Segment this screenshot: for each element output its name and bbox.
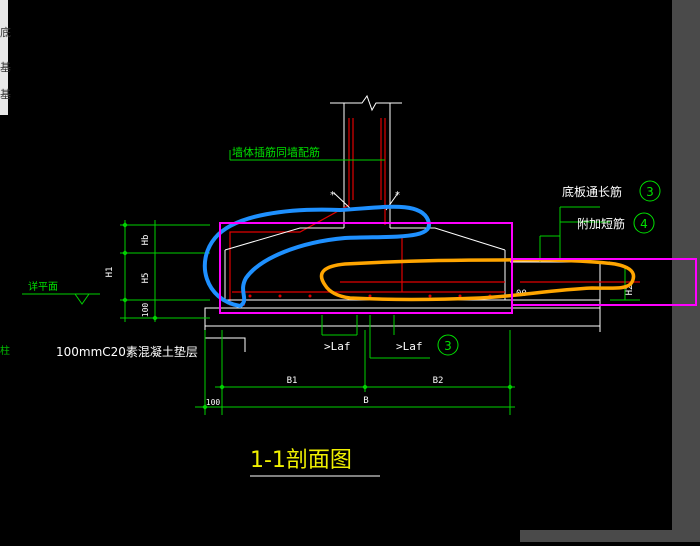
dim-cushion-h: 100	[141, 303, 150, 318]
svg-text:4: 4	[640, 217, 648, 231]
lof-right: >Laf	[396, 340, 423, 353]
dim-h-lower: H5	[141, 273, 151, 284]
dim-b2: B2	[433, 376, 444, 386]
cushion-note: 100mmC20素混凝土垫层	[56, 344, 198, 359]
dim-b1: B1	[287, 376, 298, 386]
bar-callout-3-top: 3	[639, 180, 661, 202]
dim-h2: H2	[625, 285, 635, 296]
edge-fragment-1: 底	[0, 25, 11, 39]
floor-level-note: 详平面	[28, 280, 58, 293]
left-panel-edge	[0, 0, 8, 115]
wall-dowel-note: 墙体插筋同墙配筋	[232, 145, 320, 159]
cushion-layer	[204, 307, 601, 327]
dim-hb: Hb	[141, 235, 151, 246]
dim-b: B	[363, 396, 368, 406]
bar-callout-4: 4	[633, 212, 655, 234]
additional-short-bar-note: 附加短筋	[577, 216, 625, 231]
cushion-leader	[204, 326, 246, 352]
orange-markup-stroke	[319, 258, 636, 302]
edge-fragment-4: 柱	[0, 344, 10, 357]
lof-left: >Laf	[324, 340, 351, 353]
edge-fragment-2: 基	[0, 61, 11, 74]
dimension-ticks	[122, 222, 513, 410]
dim-cushion-w: 100	[206, 398, 221, 407]
asterisk-left: *	[330, 190, 335, 201]
asterisk-right: *	[395, 190, 400, 201]
dim-h1: H1	[105, 267, 115, 278]
bottom-bars	[232, 236, 640, 293]
magenta-selection-box-right	[511, 258, 697, 306]
svg-text:3: 3	[646, 185, 654, 199]
bottom-long-bar-note: 底板通长筋	[562, 184, 622, 199]
footing-outline	[224, 227, 610, 332]
drawing-title: 1-1剖面图	[250, 448, 352, 473]
dimension-lines	[22, 150, 640, 415]
bottom-panel-edge	[520, 530, 672, 542]
blue-markup-stroke	[202, 204, 431, 308]
bar-dots	[248, 294, 492, 298]
svg-text:3: 3	[444, 339, 452, 353]
edge-fragment-3: 基	[0, 88, 11, 101]
bar-callout-3-bottom: 3	[437, 334, 459, 356]
